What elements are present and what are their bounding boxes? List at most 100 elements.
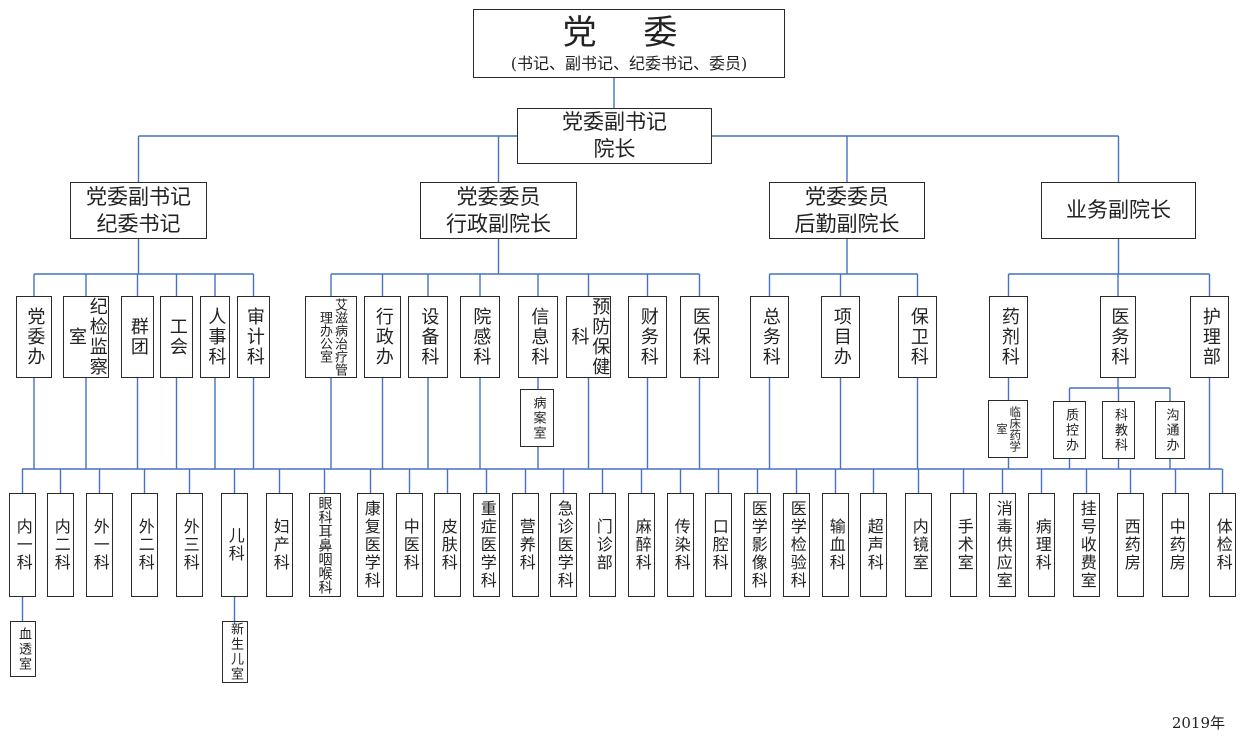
party-committee-title: 党 委	[562, 12, 696, 53]
deputy-box-d3-line: 党委委员	[805, 184, 889, 209]
director-box-line: 院长	[593, 137, 636, 161]
clinical-subdept-label: 血透室	[15, 626, 31, 672]
deputy-box-d3-line: 后勤副院长	[794, 211, 900, 236]
clinical-dept: 急诊医学科	[550, 493, 577, 597]
dept-jjjcs: 纪检监察室	[63, 296, 109, 378]
clinical-dept: 西药房	[1117, 493, 1144, 597]
dept-zwk-label: 总务科	[759, 307, 781, 367]
dept-xzb: 行政办	[364, 296, 401, 378]
dept-yfbjk: 预防保健科	[566, 296, 611, 378]
year-label: 2019年	[1171, 714, 1225, 732]
clinical-dept-label: 传染科	[671, 518, 691, 572]
clinical-dept: 麻醉科	[628, 493, 655, 597]
director-box-line: 党委副书记	[562, 110, 667, 134]
clinical-dept: 重症医学科	[473, 493, 500, 597]
deputy-box-d1: 党委副书记纪委书记	[70, 182, 207, 239]
clinical-dept-label: 儿科	[225, 527, 245, 563]
clinical-dept-label: 内一科	[13, 518, 33, 572]
clinical-subdept-label: 新生儿室	[227, 622, 243, 682]
clinical-dept-label: 门诊部	[593, 518, 613, 572]
clinical-dept-label: 口腔科	[709, 518, 729, 572]
subdept-zkb: 质控办	[1053, 401, 1086, 459]
dept-ygk-label: 院感科	[470, 307, 492, 367]
dept-hlb: 护理部	[1190, 296, 1229, 378]
subdept-lcyxs: 临床药学室	[988, 400, 1028, 458]
subdept-gtb: 沟通办	[1155, 401, 1185, 459]
clinical-dept-label: 重症医学科	[477, 500, 497, 590]
clinical-dept: 眼科耳鼻咽喉科	[308, 493, 341, 597]
dept-xxk: 信息科	[518, 296, 558, 378]
clinical-dept: 康复医学科	[357, 493, 384, 597]
clinical-dept-label: 眼科耳鼻咽喉科	[316, 496, 333, 594]
clinical-dept-label: 妇产科	[270, 518, 290, 572]
clinical-dept: 中医科	[396, 493, 423, 597]
clinical-dept-label: 超声科	[864, 518, 884, 572]
clinical-dept: 医学影像科	[744, 493, 771, 597]
dept-dwb-label: 党委办	[24, 307, 46, 367]
clinical-dept-label: 麻醉科	[632, 518, 652, 572]
clinical-dept: 超声科	[860, 493, 887, 597]
dept-ywk-label: 医务科	[1108, 307, 1130, 367]
dept-xxk-label: 信息科	[528, 307, 550, 367]
dept-ywk: 医务科	[1100, 296, 1136, 378]
clinical-dept-label: 中医科	[400, 518, 420, 572]
dept-xzb-label: 行政办	[372, 307, 394, 367]
clinical-dept-label: 西药房	[1121, 518, 1141, 572]
subdept-zkb-label: 质控办	[1062, 407, 1078, 453]
dept-gh: 工会	[160, 296, 193, 378]
deputy-box-d1-line: 纪委书记	[96, 211, 181, 236]
clinical-dept: 门诊部	[589, 493, 616, 597]
subdept-bas-label: 病案室	[530, 395, 546, 441]
clinical-dept-label: 体检科	[1213, 518, 1233, 572]
clinical-dept: 外二科	[131, 493, 158, 597]
clinical-subdept: 新生儿室	[221, 621, 248, 683]
subdept-kjk: 科教科	[1102, 401, 1135, 459]
clinical-dept: 儿科	[221, 493, 248, 597]
clinical-dept: 内一科	[9, 493, 36, 597]
clinical-dept: 中药房	[1162, 493, 1189, 597]
clinical-dept: 皮肤科	[434, 493, 461, 597]
clinical-dept-label: 营养科	[516, 518, 536, 572]
dept-ybk: 医保科	[680, 296, 719, 378]
clinical-dept-label: 外二科	[135, 518, 155, 572]
dept-rsk: 人事科	[200, 296, 230, 378]
dept-qt-label: 群团	[127, 317, 149, 357]
dept-sbk-label: 设备科	[418, 307, 440, 367]
subdept-lcyxs-label: 临床药学室	[995, 406, 1023, 452]
dept-cwk: 财务科	[628, 296, 667, 378]
clinical-dept-label: 病理科	[1032, 518, 1052, 572]
dept-rsk-label: 人事科	[205, 307, 227, 367]
clinical-dept: 消毒供应室	[989, 493, 1016, 597]
dept-gh-label: 工会	[166, 317, 188, 357]
clinical-dept: 挂号收费室	[1073, 493, 1100, 597]
clinical-dept-label: 康复医学科	[361, 500, 381, 590]
subdept-bas: 病案室	[520, 389, 554, 447]
dept-cwk-label: 财务科	[637, 307, 659, 367]
clinical-dept: 外一科	[86, 493, 113, 597]
clinical-dept: 内镜室	[905, 493, 932, 597]
clinical-dept-label: 挂号收费室	[1077, 500, 1097, 590]
clinical-subdept: 血透室	[9, 621, 36, 677]
dept-ybk-label: 医保科	[689, 307, 711, 367]
clinical-dept-label: 手术室	[954, 518, 974, 572]
clinical-dept: 内二科	[47, 493, 74, 597]
dept-yjk-label: 药剂科	[998, 307, 1020, 367]
clinical-dept: 输血科	[822, 493, 849, 597]
deputy-box-d2-line: 党委委员	[456, 184, 541, 209]
deputy-box-d3: 党委委员后勤副院长	[769, 182, 925, 239]
subdept-kjk-label: 科教科	[1111, 407, 1127, 453]
clinical-dept-label: 医学影像科	[748, 500, 768, 590]
clinical-dept-label: 输血科	[826, 518, 846, 572]
dept-yfbjk-label: 预防保健科	[568, 297, 611, 377]
director-box: 党委副书记院长	[517, 108, 712, 164]
dept-hlb-label: 护理部	[1199, 307, 1221, 367]
clinical-dept-label: 消毒供应室	[993, 500, 1013, 590]
dept-bwk-label: 保卫科	[907, 307, 929, 367]
party-committee-box: 党 委(书记、副书记、纪委书记、委员)	[473, 9, 785, 78]
clinical-dept: 病理科	[1028, 493, 1055, 597]
clinical-dept-label: 内镜室	[909, 518, 929, 572]
subdept-gtb-label: 沟通办	[1163, 407, 1179, 453]
deputy-box-d4: 业务副院长	[1041, 182, 1196, 239]
dept-azb-label: 艾滋病治疗管理办公室	[317, 298, 347, 376]
